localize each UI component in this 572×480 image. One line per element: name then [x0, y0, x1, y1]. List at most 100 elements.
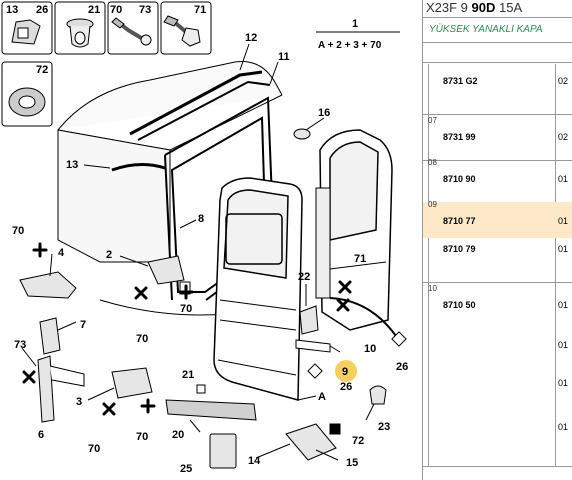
grommet-72-icon[interactable]: [329, 423, 341, 435]
part-quantity: 01: [558, 216, 569, 226]
part-code-link[interactable]: 8710 77: [443, 216, 476, 226]
cap-16-icon[interactable]: [293, 128, 311, 140]
svg-text:26: 26: [36, 4, 48, 16]
thumb-clip-13-26-icon[interactable]: 13 26: [1, 1, 53, 55]
thumb-grommet-72-icon[interactable]: 72: [1, 61, 53, 127]
callout-23: 23: [378, 421, 390, 433]
callout-13: 13: [66, 159, 78, 171]
callout-12: 12: [245, 32, 257, 44]
svg-text:72: 72: [36, 64, 48, 76]
screw-70-marker-icon: [32, 242, 48, 258]
row-divider: [423, 160, 572, 161]
callout-3: 3: [76, 396, 82, 408]
callout-71: 71: [354, 253, 366, 265]
parts-subtitle: YÜKSEK YANAKLI KAPA: [429, 24, 543, 35]
part-code-link[interactable]: 8731 99: [443, 132, 476, 142]
handle-4-icon[interactable]: [19, 271, 77, 299]
part-code-link[interactable]: 8710 90: [443, 174, 476, 184]
col-divider: [555, 64, 556, 466]
part-index: 09: [428, 200, 437, 209]
callout-10: 10: [364, 343, 376, 355]
leader-lines: [21, 43, 375, 461]
part-quantity: 01: [558, 244, 569, 254]
part-quantity: 01: [558, 378, 569, 388]
lock-2-icon[interactable]: [147, 255, 185, 285]
callout-8: 8: [198, 213, 204, 225]
part-code-link[interactable]: 8710 79: [443, 244, 476, 254]
thumb-plug-21-icon[interactable]: 21: [54, 1, 106, 55]
part-quantity: 02: [558, 132, 569, 142]
hinge-6-icon[interactable]: [37, 355, 55, 423]
callout-26a: 26: [340, 381, 352, 393]
callout-9-highlight: [335, 360, 357, 382]
callout-70a: 70: [12, 225, 24, 237]
exploded-parts-diagram: 13 26 21 70 73 71 7: [1, 1, 408, 475]
part-index: 07: [428, 116, 437, 125]
callout-70e: 70: [136, 431, 148, 443]
small-parts: [19, 128, 407, 469]
row-divider: [423, 282, 572, 283]
callout-11: 11: [278, 51, 290, 63]
callout-16: 16: [318, 107, 330, 119]
callout-2: 2: [106, 249, 112, 261]
part-code-link[interactable]: 8731 G2: [443, 76, 478, 86]
screw-70d-marker-icon: [102, 402, 116, 416]
callout-70d: 70: [88, 443, 100, 455]
formula-text: A + 2 + 3 + 70: [318, 40, 382, 51]
hinge-3-icon[interactable]: [111, 367, 153, 399]
callout-73: 73: [14, 339, 26, 351]
divider: [423, 62, 572, 63]
highlighted-row: [423, 202, 572, 238]
screw-70c-marker-icon: [134, 286, 148, 300]
screw-70b-marker-icon: [178, 284, 194, 300]
part-index: 08: [428, 158, 437, 167]
callout-70b: 70: [180, 303, 192, 315]
header-suffix: 15A: [499, 0, 523, 15]
thumb-bolt-71-icon[interactable]: 71: [160, 1, 212, 55]
svg-text:13: 13: [6, 4, 18, 16]
part-quantity: 02: [558, 76, 569, 86]
svg-text:21: 21: [88, 4, 100, 16]
reflector-15-icon[interactable]: [285, 423, 337, 461]
thumb-screw-70-73-icon[interactable]: 70 73: [107, 1, 159, 55]
callout-6: 6: [38, 429, 44, 441]
parts-header: X23F 9 90D 15A: [426, 0, 522, 15]
callout-21: 21: [182, 369, 194, 381]
callout-14: 14: [248, 455, 261, 467]
formula-callout: 1 A + 2 + 3 + 70: [316, 18, 400, 51]
divider: [423, 466, 572, 467]
callout-15: 15: [346, 457, 358, 469]
part-code-link[interactable]: 8710 50: [443, 300, 476, 310]
left-rear-door[interactable]: [213, 177, 303, 401]
svg-text:73: 73: [139, 4, 151, 16]
part-quantity: 01: [558, 422, 569, 432]
svg-text:71: 71: [194, 4, 206, 16]
plug-23-icon[interactable]: [369, 385, 387, 405]
fastener-markers: [22, 242, 352, 416]
right-rear-door[interactable]: [315, 129, 393, 331]
screw-73-marker-icon: [22, 370, 36, 384]
svg-text:70: 70: [110, 4, 122, 16]
callout-7: 7: [80, 319, 86, 331]
callout-22: 22: [298, 271, 310, 283]
col-divider: [428, 64, 429, 466]
strip-20-icon[interactable]: [165, 399, 257, 421]
part-quantity: 01: [558, 174, 569, 184]
callout-20: 20: [172, 429, 184, 441]
part-quantity: 01: [558, 300, 569, 310]
screw-71-marker-icon: [338, 280, 352, 294]
screw-70e-marker-icon: [140, 398, 156, 414]
screw-71b-marker-icon: [336, 298, 350, 312]
bracket-7-icon[interactable]: [39, 317, 61, 355]
divider: [423, 42, 572, 43]
callout-9: 9: [342, 366, 348, 378]
callout-70c: 70: [136, 333, 148, 345]
callout-4: 4: [58, 247, 65, 259]
row-divider: [423, 114, 572, 115]
callout-labels: 12 11 16 13 8 70 4 2 70 70 7 73 6 3 70 7…: [12, 32, 408, 475]
formula-number: 1: [352, 18, 358, 30]
divider: [423, 17, 572, 18]
plate-25-icon[interactable]: [209, 433, 237, 469]
icon-thumbnails: 13 26 21 70 73 71 7: [1, 1, 212, 127]
callout-72: 72: [352, 435, 364, 447]
